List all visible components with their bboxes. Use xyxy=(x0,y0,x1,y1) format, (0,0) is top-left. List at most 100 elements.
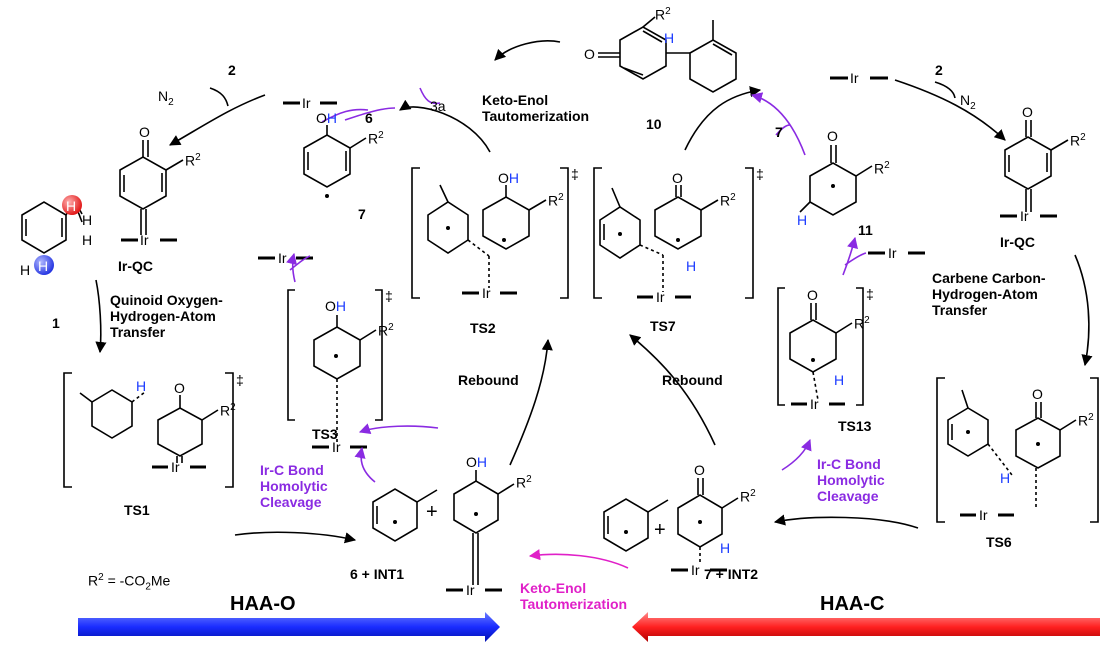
r2-group: R2 xyxy=(516,472,532,491)
r2-def-me: Me xyxy=(150,572,171,589)
ir-label: Ir xyxy=(979,507,988,523)
n2-sub: 2 xyxy=(970,100,976,112)
r2-sup: 2 xyxy=(1080,132,1086,143)
oh-hydrogen: H xyxy=(326,110,338,126)
ring-structures xyxy=(21,16,1077,585)
ir-qc-label: Ir-QC xyxy=(118,258,153,274)
hydroxyl-group: OH xyxy=(325,298,346,314)
six-int1-label: 6 + INT1 xyxy=(350,566,405,582)
product-3a-label: 3a xyxy=(430,98,446,114)
n2-text: N xyxy=(158,88,169,104)
n2-label: N2 xyxy=(960,92,976,115)
radical-dots xyxy=(325,184,1040,534)
compound-10-label: 10 xyxy=(646,116,662,132)
compound-11-label: 11 xyxy=(858,222,873,238)
r2-text: R xyxy=(740,488,751,505)
ir-label: Ir xyxy=(656,289,665,305)
r2-def-sup: 2 xyxy=(98,572,104,583)
h-ball-blue xyxy=(34,255,54,275)
ir-bars xyxy=(121,76,1057,592)
compound-6-label: 6 xyxy=(365,110,373,126)
h-atom-blue: H xyxy=(797,212,808,228)
r2-group: R2 xyxy=(1078,410,1094,429)
h-ball-red xyxy=(62,195,82,215)
r2-text: R xyxy=(220,402,231,419)
h-atom-blue: H xyxy=(136,378,147,394)
r2-sup: 2 xyxy=(884,160,890,171)
oh-hydrogen: H xyxy=(476,454,488,470)
oh-oxygen: O xyxy=(466,454,477,470)
haa-c-arrow xyxy=(632,612,1100,642)
h-atom-blue: H xyxy=(664,30,675,46)
h-atom-blue: H xyxy=(1000,470,1011,486)
oh-oxygen: O xyxy=(498,170,509,186)
r2-sup: 2 xyxy=(750,488,756,499)
h-atom-blue: H xyxy=(686,258,697,274)
ir-label: Ir xyxy=(171,459,180,475)
compound-7-label: 7 xyxy=(775,124,783,140)
n2-sub: 2 xyxy=(168,96,174,108)
haa-o-arrow xyxy=(78,612,500,642)
ir-qc-label: Ir-QC xyxy=(1000,234,1035,250)
ir-label: Ir xyxy=(850,70,859,86)
keto-enol-bottom-label: Keto-Enol Tautomerization xyxy=(520,580,628,612)
r2-sup: 2 xyxy=(378,130,384,141)
haa-o-label: HAA-O xyxy=(230,593,296,615)
h-atom-red-ball: H xyxy=(66,198,77,214)
r2-text: R xyxy=(378,322,389,339)
r2-group: R2 xyxy=(874,158,890,177)
oh-oxygen: O xyxy=(316,110,327,126)
oh-oxygen: O xyxy=(325,298,336,314)
ts7-label: TS7 xyxy=(650,318,676,334)
oxygen-atom: O xyxy=(827,128,838,144)
n2-text: N xyxy=(960,92,971,108)
r2-group: R2 xyxy=(720,190,736,209)
irc-cleavage-right-label: Ir-C Bond Homolytic Cleavage xyxy=(817,456,885,504)
r2-sup: 2 xyxy=(730,192,736,203)
keto-enol-top-label: Keto-Enol Tautomerization xyxy=(482,92,590,124)
dagger: ‡ xyxy=(866,286,874,302)
h-atom-blue: H xyxy=(720,540,731,556)
h-atom: H xyxy=(82,212,93,228)
r2-sup: 2 xyxy=(388,322,394,333)
r2-text: R xyxy=(516,474,527,491)
r2-sup: 2 xyxy=(195,152,201,163)
ir-label: Ir xyxy=(482,285,491,301)
carbene-hat-label: Carbene Carbon- Hydrogen-Atom Transfer xyxy=(932,270,1046,318)
r2-group: R2 xyxy=(740,486,756,505)
oxygen-atom: O xyxy=(174,380,185,396)
r2-sup: 2 xyxy=(864,315,870,326)
oxygen-atom: O xyxy=(672,170,683,186)
purple-arrows xyxy=(286,92,867,483)
r2-sup: 2 xyxy=(230,402,236,413)
ts2-label: TS2 xyxy=(470,320,496,336)
ir-label: Ir xyxy=(302,95,311,111)
black-arrows xyxy=(95,40,1093,544)
oxygen-atom: O xyxy=(1032,386,1043,402)
r2-text: R xyxy=(655,6,666,23)
ts1-label: TS1 xyxy=(124,502,150,518)
r2-text: R xyxy=(185,152,196,169)
r2-group: R2 xyxy=(378,320,394,339)
ts13-label: TS13 xyxy=(838,418,872,434)
r2-text: R xyxy=(854,315,865,332)
hydroxyl-group: OH xyxy=(466,454,487,470)
oxygen-atom: O xyxy=(694,462,705,478)
r2-sup: 2 xyxy=(665,6,671,17)
r2-group: R2 xyxy=(548,190,564,209)
oxygen-atom: O xyxy=(139,124,150,140)
ir-label: Ir xyxy=(140,232,149,248)
r2-sup: 2 xyxy=(558,192,564,203)
reagent-2-label: 2 xyxy=(228,62,236,78)
irc-cleavage-left-label: Ir-C Bond Homolytic Cleavage xyxy=(260,462,328,510)
plus-sign: + xyxy=(654,519,666,541)
oh-hydrogen: H xyxy=(335,298,347,314)
ts6-label: TS6 xyxy=(986,534,1012,550)
dashed-bonds xyxy=(131,239,1037,565)
ts3-label: TS3 xyxy=(312,426,338,442)
r2-text: R xyxy=(1070,132,1081,149)
r2-sup: 2 xyxy=(1088,412,1094,423)
oxygen-atom: O xyxy=(584,46,595,62)
r2-group: R2 xyxy=(185,150,201,169)
